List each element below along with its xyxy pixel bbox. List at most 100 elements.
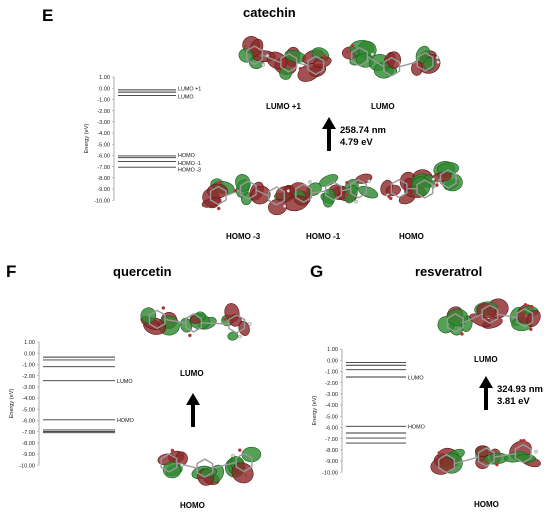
atom: [350, 43, 355, 48]
orbital-homo-minus1-catechin: [286, 173, 378, 212]
level-label: HOMO -3: [178, 168, 201, 174]
level-label: LUMO: [178, 94, 194, 100]
orbital-lobe: [526, 310, 541, 328]
tick-label: -9.00: [22, 452, 35, 458]
axis-label: Energy (eV): [84, 124, 90, 154]
atom: [367, 179, 371, 183]
level-label: HOMO: [178, 153, 195, 159]
orbital-label-lumo-plus1: LUMO +1: [266, 102, 301, 111]
link-bond: [212, 461, 237, 469]
tick-label: -8.00: [97, 176, 110, 182]
atom: [298, 66, 303, 71]
orbital-label-lumo-resveratrol: LUMO: [474, 355, 498, 364]
transition-energy: 3.81 eV: [497, 396, 530, 407]
up-arrow-icon: [322, 117, 336, 151]
ring-bond: [390, 178, 408, 199]
ring-bond: [185, 313, 203, 333]
link-bond: [399, 61, 418, 68]
atom: [188, 333, 192, 338]
tick-label: -9.00: [97, 187, 110, 193]
atom: [435, 55, 440, 60]
atom: [345, 180, 349, 185]
ring-bond: [160, 453, 178, 473]
tick-label: -8.00: [22, 441, 35, 447]
tick-label: -5.00: [97, 142, 110, 148]
link-bond: [296, 62, 308, 66]
tick-label: -5.00: [22, 407, 35, 413]
tick-label: -6.00: [97, 154, 110, 160]
tick-label: -8.00: [325, 448, 338, 454]
tick-label: -4.00: [325, 403, 338, 409]
transition-values-catechin: 258.74 nm 4.79 eV: [340, 125, 386, 149]
atom: [354, 199, 358, 204]
atom: [243, 44, 247, 48]
atom: [370, 52, 375, 57]
atom: [233, 188, 238, 193]
atom: [265, 53, 270, 58]
tick-label: -5.00: [325, 414, 338, 420]
atom: [238, 448, 242, 452]
atom: [217, 180, 222, 185]
ring-bond: [416, 179, 434, 199]
atom: [231, 453, 235, 458]
orbital-label-homo-quercetin: HOMO: [180, 501, 205, 510]
tick-label: -6.00: [325, 426, 338, 432]
axis-label: Energy (eV): [312, 396, 318, 426]
atom: [436, 60, 440, 64]
link-bond: [165, 318, 186, 324]
orbital-lumo-resveratrol: [437, 298, 541, 336]
tick-label: -1.00: [22, 363, 35, 369]
atom: [247, 322, 252, 326]
orbital-lobe: [207, 183, 228, 199]
atom: [243, 473, 248, 478]
ring-bond: [280, 52, 298, 73]
ring-bond: [349, 178, 368, 199]
link-bond: [494, 452, 516, 458]
orbital-lobe: [235, 174, 251, 192]
atom: [534, 449, 538, 454]
tick-label: 0.00: [24, 351, 35, 357]
tick-label: -7.00: [22, 430, 35, 436]
orbital-homo-quercetin: [157, 446, 262, 486]
tick-label: -2.00: [22, 374, 35, 380]
atom: [222, 317, 227, 322]
tick-label: -7.00: [325, 437, 338, 443]
ring-bond: [246, 45, 263, 66]
level-label: LUMO +1: [178, 86, 201, 92]
orbital-label-homo-minus1: HOMO -1: [306, 232, 341, 241]
link-bond: [311, 190, 326, 194]
tick-label: 0.00: [327, 358, 338, 364]
atom: [431, 177, 436, 181]
atom: [170, 448, 175, 453]
link-bond: [367, 56, 385, 68]
orbital-lobe: [319, 174, 339, 187]
orbital-homo-catechin: [380, 160, 463, 205]
orbital-label-homo-minus3: HOMO -3: [226, 232, 261, 241]
orbital-label-homo-resveratrol: HOMO: [474, 500, 499, 509]
tick-label: -7.00: [97, 165, 110, 171]
link-bond: [226, 189, 241, 197]
atom: [460, 332, 464, 336]
atom: [522, 438, 526, 443]
level-label: LUMO: [117, 379, 133, 385]
transition-energy: 4.79 eV: [340, 137, 373, 148]
tick-label: -10.00: [19, 463, 35, 469]
level-label: HOMO: [117, 418, 134, 424]
ring-bond: [235, 452, 253, 473]
link-bond: [454, 456, 479, 465]
orbital-homo-minus3-catechin: [201, 174, 296, 216]
orbital-homo-resveratrol: [430, 438, 541, 475]
tick-label: -10.00: [322, 470, 338, 476]
ring-bond: [307, 55, 325, 76]
ring-bond: [209, 185, 227, 206]
atom: [529, 327, 533, 332]
orbital-lumo-catechin: [341, 40, 441, 79]
energy-diagram-catechin: 1.000.00-1.00-2.00-3.00-4.00-5.00-6.00-7…: [84, 75, 201, 204]
orbital-lumo-plus1-catechin: [238, 36, 332, 82]
tick-label: -3.00: [97, 120, 110, 126]
atom: [345, 192, 349, 197]
atom: [238, 334, 242, 339]
level-label: LUMO: [408, 376, 424, 382]
ring-bond: [439, 169, 457, 189]
axis-label: Energy (eV): [9, 389, 15, 419]
